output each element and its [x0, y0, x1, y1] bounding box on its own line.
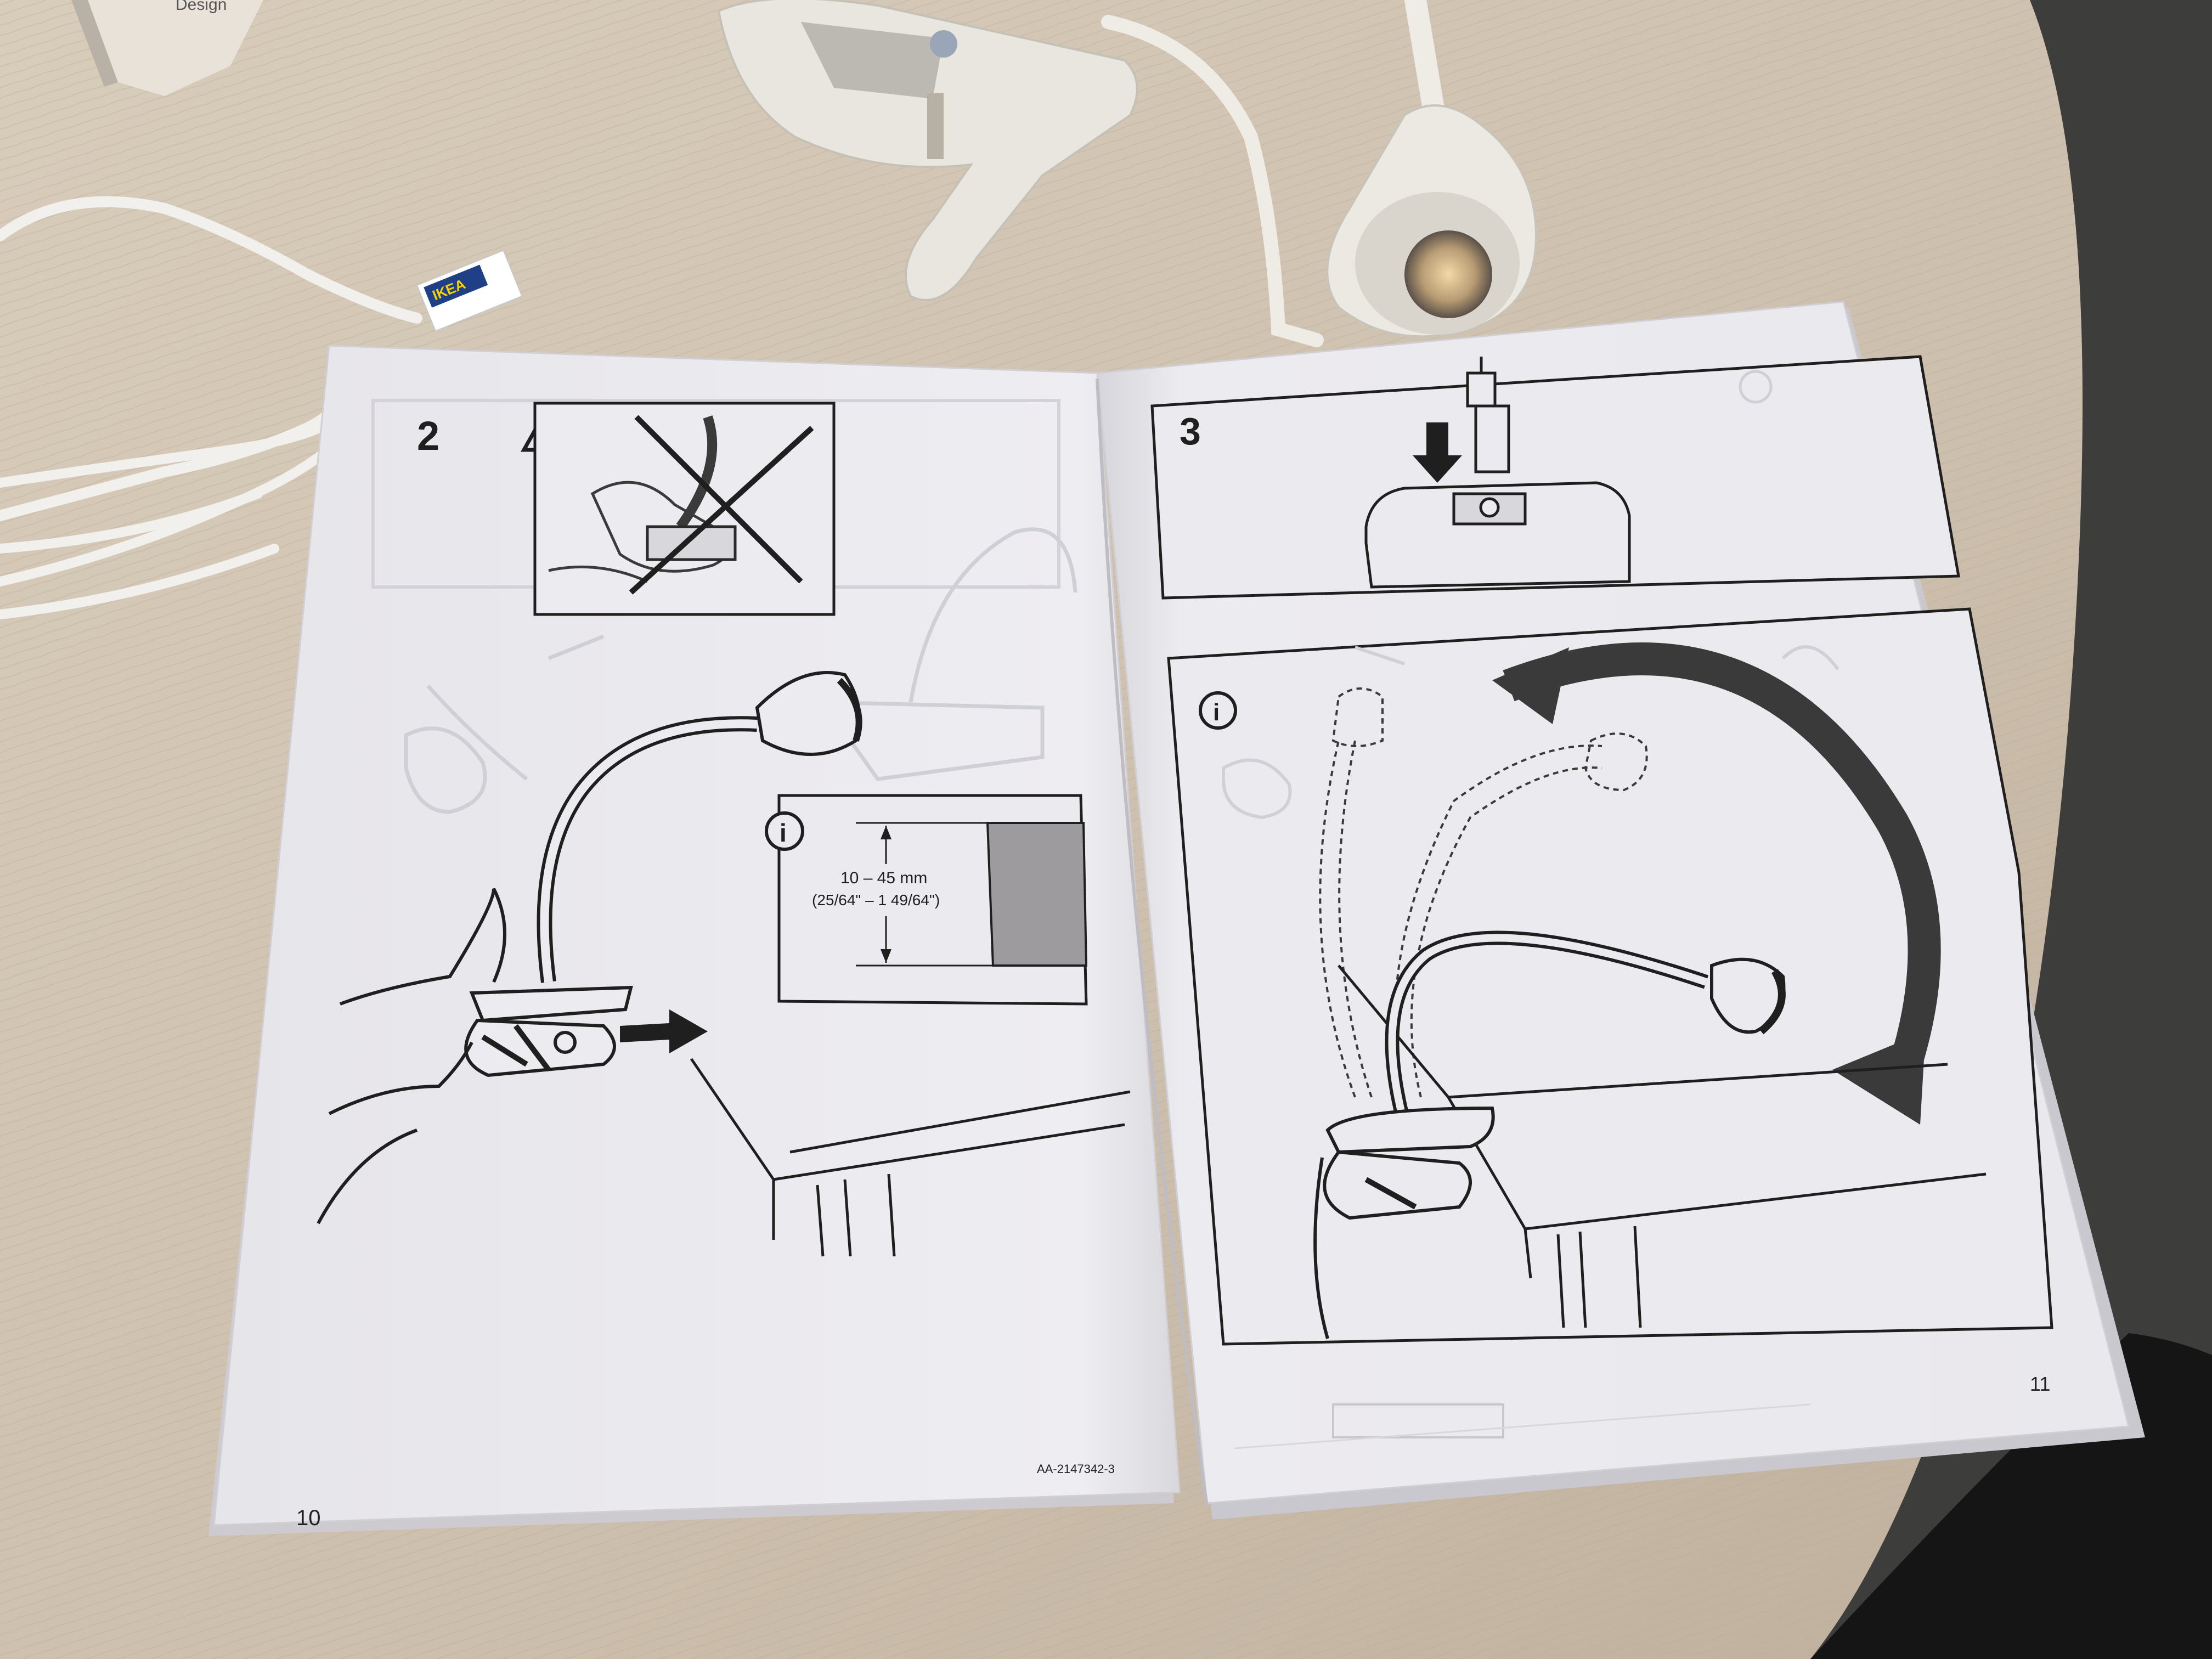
desk-drawing [690, 1058, 1131, 1257]
adjust-arrow-icon [1492, 642, 1941, 1125]
lamp-clip [717, 0, 1138, 301]
faint-ghost-sketch [1222, 645, 1839, 820]
info-icon: i [1199, 691, 1237, 730]
box-label: Design [176, 0, 227, 14]
lamp-head [1326, 104, 1538, 338]
left-page-number: 10 [296, 1506, 321, 1530]
info-symbol-right: i [1213, 699, 1220, 726]
socket-drawing [1364, 481, 1631, 589]
thickness-imperial: (25/64" – 1 49/64") [812, 891, 940, 909]
manual-left-page: 2 ! [208, 345, 1181, 1536]
incorrect-usage-inset [533, 402, 836, 616]
lamp-drawing-step3 [1313, 930, 1786, 1339]
step-3-number: 3 [1180, 410, 1201, 453]
right-page-number: 11 [2030, 1373, 2050, 1395]
info-symbol-left: i [780, 819, 787, 847]
mirrored-stamp [1234, 1403, 1811, 1449]
dashed-lamp-positions [1319, 687, 1648, 1098]
lamp-drawing-step2 [317, 671, 862, 1224]
thickness-metric: 10 – 45 mm [840, 869, 927, 887]
article-code: AA-2147342-3 [1037, 1462, 1115, 1476]
ikea-cable-tag: IKEA [416, 250, 523, 332]
manual-right-page: 3 i [1096, 301, 2145, 1520]
step-3-bottom-panel: i [1167, 607, 2053, 1346]
table-thickness-info: i 10 – 45 mm (25/64" – 1 49/64") [765, 794, 1088, 1006]
step-3-top-panel: 3 [1150, 355, 1960, 600]
info-icon: i [765, 811, 804, 851]
book-spine [1096, 378, 1209, 1506]
insert-arrow-icon [1413, 422, 1462, 483]
step-2-number: 2 [417, 413, 439, 459]
plug-drawing [1466, 357, 1510, 473]
product-box: Design [71, 0, 263, 96]
pull-arrow-icon [620, 1009, 708, 1053]
faint-lamp-sketch [404, 527, 1077, 814]
